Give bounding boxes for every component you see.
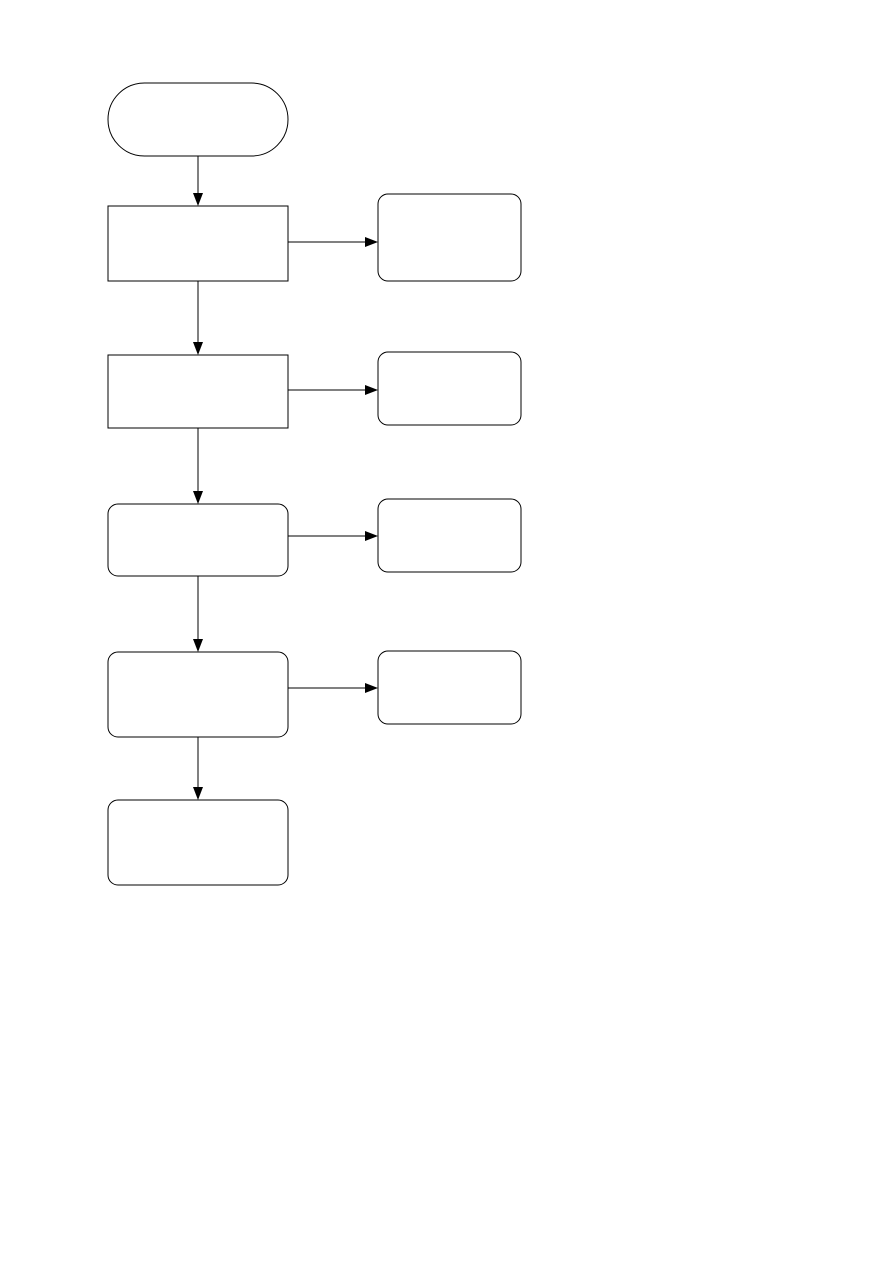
step-1-box (107, 205, 289, 282)
step-3-box (107, 503, 289, 577)
node-step-1 (107, 205, 289, 282)
start-terminator (107, 82, 289, 157)
side-2-box (377, 351, 522, 426)
node-step-2 (107, 354, 289, 429)
edge-step-1-to-side-1 (288, 237, 378, 247)
node-step-4 (107, 651, 289, 738)
side-1-box (377, 193, 522, 282)
node-side-2 (377, 351, 522, 426)
edge-step-2-to-step-3 (193, 428, 203, 504)
node-step-5 (107, 799, 289, 886)
node-side-3 (377, 498, 522, 573)
side-3-box (377, 498, 522, 573)
step-2-box (107, 354, 289, 429)
edge-step-3-to-side-3 (288, 531, 378, 541)
step-5-box (107, 799, 289, 886)
edge-step-1-to-step-2 (193, 281, 203, 355)
side-4-box (377, 650, 522, 725)
node-start (107, 82, 289, 157)
node-side-1 (377, 193, 522, 282)
node-side-4 (377, 650, 522, 725)
edge-step-2-to-side-2 (288, 385, 378, 395)
edge-step-3-to-step-4 (193, 576, 203, 652)
step-4-box (107, 651, 289, 738)
edge-start-to-step-1 (193, 156, 203, 206)
connectors (193, 156, 378, 800)
node-step-3 (107, 503, 289, 577)
edge-step-4-to-side-4 (288, 683, 378, 693)
edge-step-4-to-step-5 (193, 737, 203, 800)
